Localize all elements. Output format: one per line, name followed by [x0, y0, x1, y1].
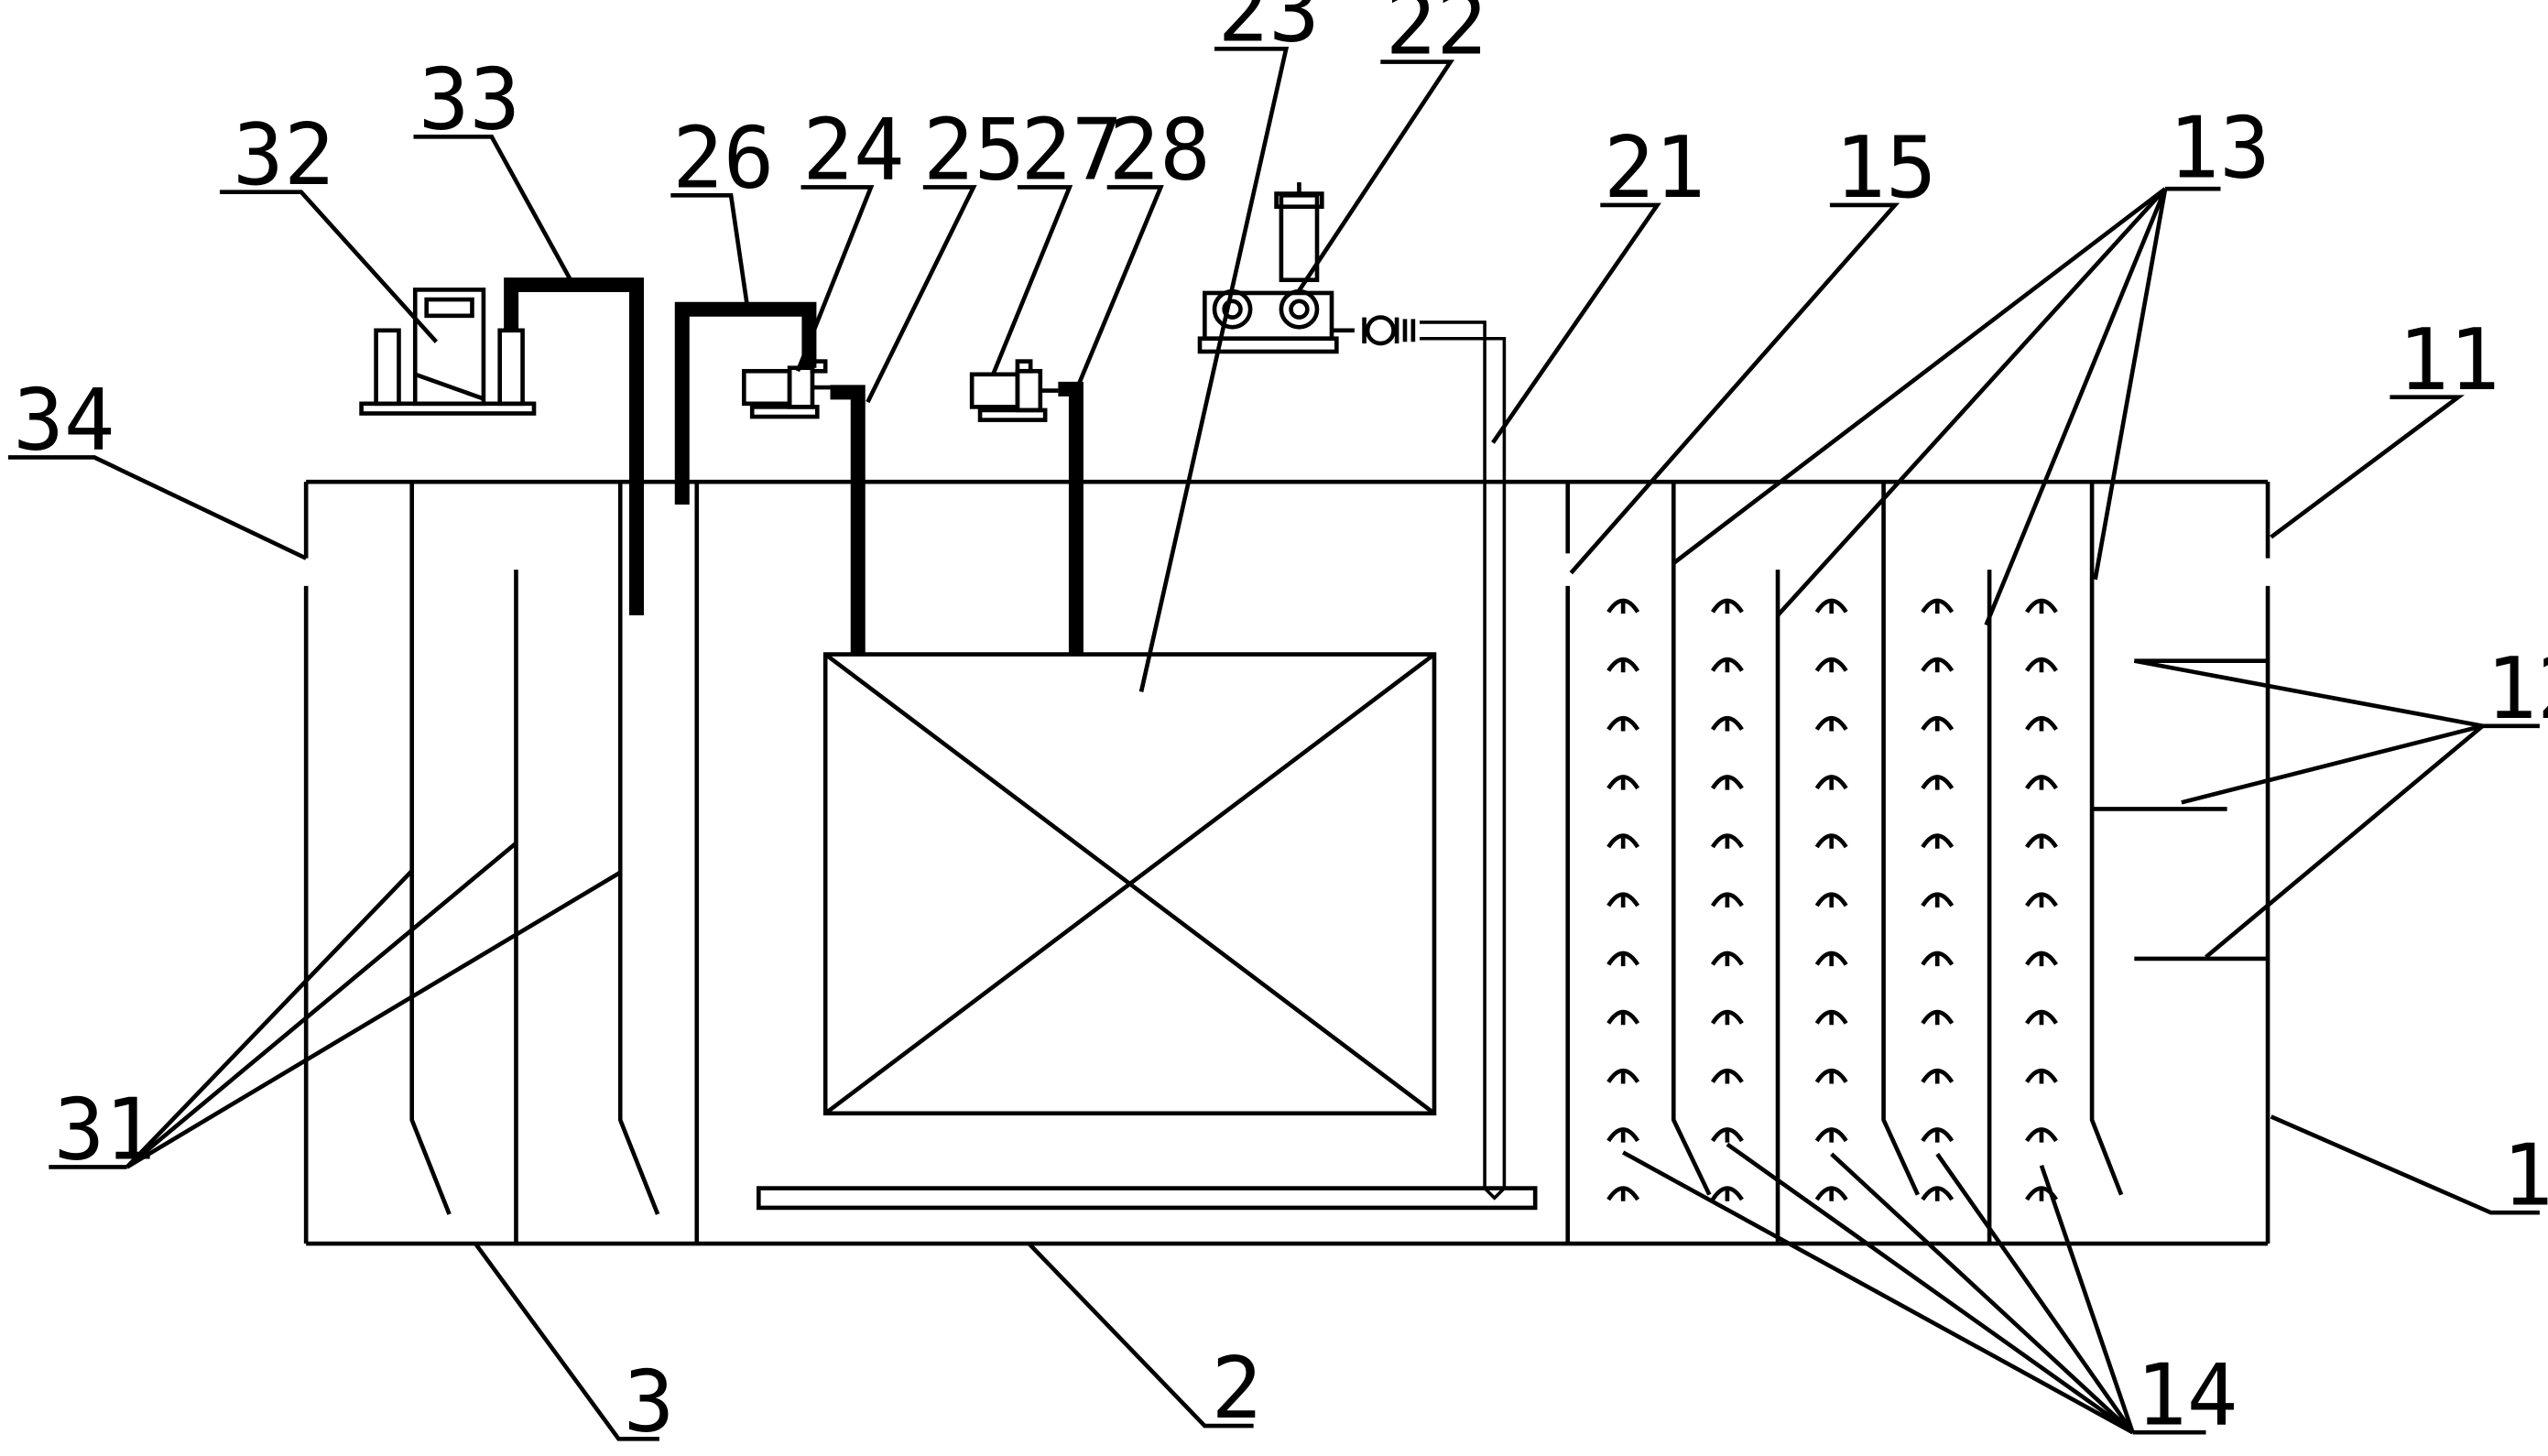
aerator-icon: [1921, 657, 1955, 673]
label-12: 12: [2486, 639, 2548, 738]
weirs-12: [2092, 658, 2269, 962]
aerator-icon: [1606, 1009, 1640, 1026]
label-21: 21: [1604, 118, 1705, 217]
label-22: 22: [1386, 0, 1487, 74]
aerator-icon: [1921, 1068, 1955, 1084]
aerator-icon: [2025, 598, 2058, 614]
label-32: 32: [233, 105, 334, 204]
aerator-icon: [1606, 892, 1640, 907]
label-33: 33: [419, 49, 520, 148]
label-34: 34: [13, 371, 114, 470]
label-13: 13: [2169, 99, 2270, 198]
aerator-icon: [1921, 1186, 1955, 1201]
suction-pump-2-icon: [969, 359, 1059, 422]
reference-labels: 34 32 33 26 24 25 27 28 23 22 21 15 13 1…: [13, 0, 2548, 1451]
label-27: 27: [1020, 101, 1122, 200]
aerator-icon: [1710, 657, 1744, 673]
aerator-icon: [1606, 1186, 1640, 1201]
aerator-icon: [1814, 598, 1848, 614]
aerator-icon: [1606, 657, 1640, 673]
aerator-icon: [1606, 951, 1640, 967]
aerator-icon: [1814, 892, 1848, 907]
aerator-icon: [1921, 951, 1955, 967]
aerator-icon: [1710, 1068, 1744, 1084]
label-11: 11: [2398, 310, 2499, 409]
aerator-icon: [1814, 715, 1848, 732]
label-14: 14: [2136, 1345, 2238, 1444]
label-25: 25: [923, 101, 1025, 200]
aerator-icon: [1814, 951, 1848, 967]
aerators-14: [1606, 598, 2058, 1201]
aerator-icon: [2025, 833, 2058, 849]
aerator-icon: [1606, 775, 1640, 790]
aerator-icon: [2025, 1009, 2058, 1026]
aerator-icon: [1606, 1068, 1640, 1084]
label-23: 23: [1218, 0, 1320, 60]
aerator-icon: [2025, 715, 2058, 732]
aerator-icon: [1710, 715, 1744, 732]
pipe-33: [504, 277, 645, 615]
label-24: 24: [802, 101, 904, 200]
aerator-icon: [1710, 775, 1744, 790]
pipe-25: [830, 385, 866, 655]
aeration-pipe: [757, 321, 1538, 1211]
aerator-icon: [1606, 715, 1640, 732]
aerator-icon: [2025, 892, 2058, 907]
aerator-icon: [1814, 833, 1848, 849]
aerator-icon: [2025, 1127, 2058, 1143]
baffles-31: [409, 482, 660, 1244]
aerator-icon: [1921, 892, 1955, 907]
label-3: 3: [624, 1352, 675, 1451]
aerator-icon: [1710, 1127, 1744, 1143]
label-1: 1: [2502, 1125, 2548, 1224]
aerator-icon: [1921, 1127, 1955, 1143]
aerator-icon: [1606, 1127, 1640, 1143]
pipe-28: [1058, 381, 1083, 655]
aerator-icon: [1606, 598, 1640, 614]
label-2: 2: [1211, 1339, 1262, 1438]
suction-pump-1-icon: [742, 359, 831, 419]
aerator-icon: [1814, 1068, 1848, 1084]
aerator-icon: [2025, 1068, 2058, 1084]
aerator-icon: [1710, 951, 1744, 967]
baffles-13: [1671, 482, 2124, 1244]
aerator-icon: [2025, 951, 2058, 967]
aerator-icon: [1921, 715, 1955, 732]
aerator-icon: [1710, 833, 1744, 849]
aerator-icon: [1921, 833, 1955, 849]
aerator-icon: [1814, 1009, 1848, 1026]
aerator-icon: [1921, 1009, 1955, 1026]
label-28: 28: [1108, 101, 1210, 200]
aerator-icon: [1710, 892, 1744, 907]
aerator-icon: [1921, 775, 1955, 790]
leader-lines: [7, 47, 2540, 1441]
dosing-device-icon: [359, 288, 537, 416]
aerator-icon: [1710, 1186, 1744, 1201]
aerator-icon: [1710, 1009, 1744, 1026]
aerator-icon: [1814, 657, 1848, 673]
aerator-icon: [2025, 657, 2058, 673]
blower-icon: [1197, 182, 1416, 354]
label-15: 15: [1835, 118, 1936, 217]
aerator-icon: [2025, 775, 2058, 790]
aerator-icon: [1710, 598, 1744, 614]
tank-body: [303, 479, 2270, 1246]
label-31: 31: [54, 1081, 156, 1179]
aerator-icon: [1921, 598, 1955, 614]
aerator-icon: [1814, 775, 1848, 790]
aerator-icon: [1606, 833, 1640, 849]
aerator-icon: [1814, 1186, 1848, 1201]
label-26: 26: [672, 108, 774, 207]
membrane-module: [822, 652, 1437, 1116]
aerator-icon: [1814, 1127, 1848, 1143]
